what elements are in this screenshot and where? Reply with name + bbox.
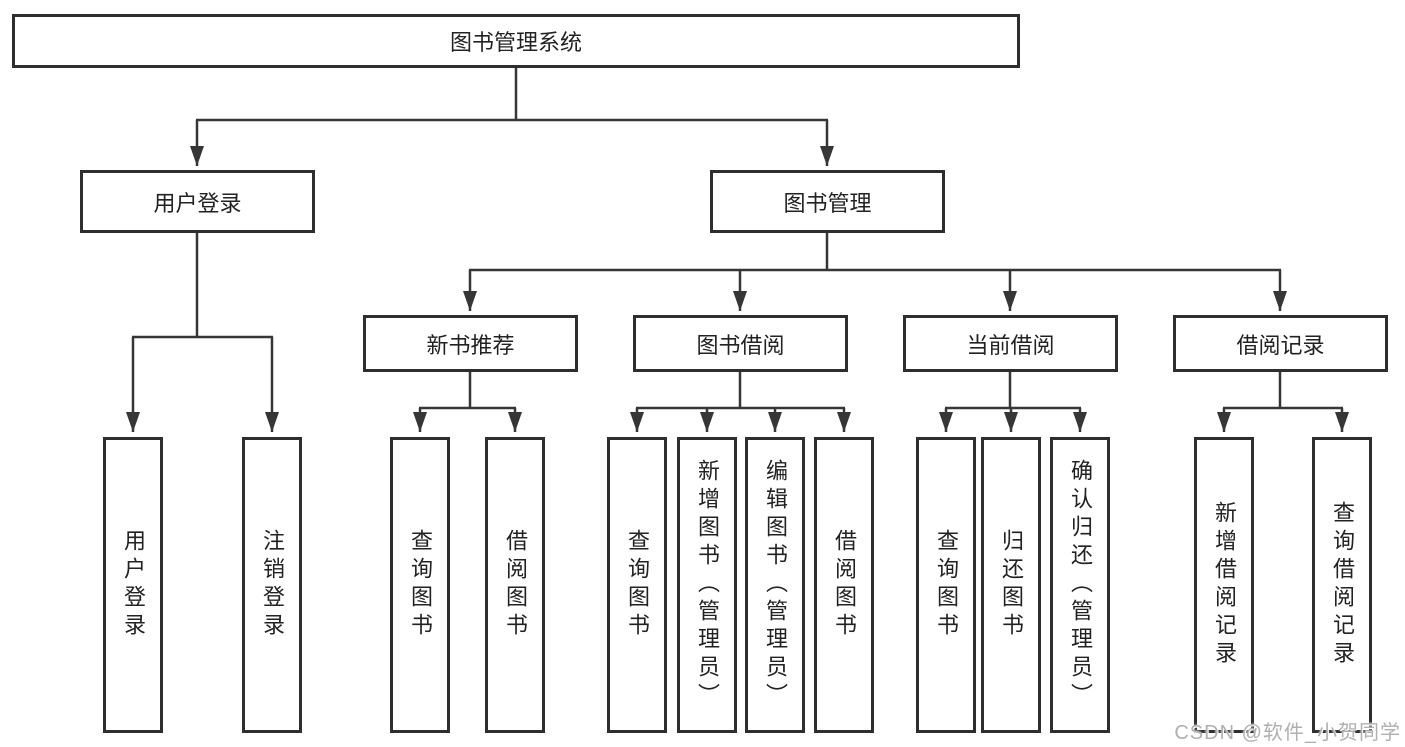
node-book-borrow-label: 图书借阅	[696, 332, 785, 358]
leaf-borrow-edit-book-admin: 编辑图书（管理员）	[745, 437, 805, 733]
leaf-logout-label: 注销登录	[260, 529, 285, 641]
node-borrow-records: 借阅记录	[1173, 315, 1388, 372]
node-root: 图书管理系统	[12, 14, 1020, 68]
leaf-user-login: 用户登录	[103, 437, 163, 733]
csdn-watermark: CSDN @软件_小贺同学	[1174, 722, 1401, 744]
node-book-management-label: 图书管理	[783, 190, 872, 216]
leaf-current-query-book: 查询图书	[916, 437, 976, 733]
leaf-current-confirm-return-admin: 确认归还（管理员）	[1050, 437, 1110, 733]
node-user-login-label: 用户登录	[153, 190, 242, 216]
node-new-book-recommend: 新书推荐	[363, 315, 578, 372]
leaf-records-query-record-label: 查询借阅记录	[1330, 501, 1355, 669]
leaf-current-return-book: 归还图书	[981, 437, 1041, 733]
leaf-borrow-borrow-book: 借阅图书	[814, 437, 874, 733]
leaf-borrow-borrow-book-label: 借阅图书	[832, 529, 857, 641]
leaf-logout: 注销登录	[242, 437, 302, 733]
leaf-records-add-record: 新增借阅记录	[1194, 437, 1254, 733]
leaf-records-query-record: 查询借阅记录	[1312, 437, 1372, 733]
leaf-borrow-query-book: 查询图书	[607, 437, 667, 733]
leaf-borrow-add-book-admin: 新增图书（管理员）	[677, 437, 737, 733]
leaf-current-return-book-label: 归还图书	[999, 529, 1024, 641]
node-borrow-records-label: 借阅记录	[1236, 332, 1325, 358]
node-book-management: 图书管理	[710, 170, 945, 233]
leaf-current-query-book-label: 查询图书	[934, 529, 959, 641]
node-current-borrow: 当前借阅	[903, 315, 1118, 372]
node-book-borrow: 图书借阅	[633, 315, 848, 372]
leaf-records-add-record-label: 新增借阅记录	[1212, 501, 1237, 669]
leaf-recommend-query-book-label: 查询图书	[408, 529, 433, 641]
leaf-borrow-query-book-label: 查询图书	[625, 529, 650, 641]
leaf-recommend-query-book: 查询图书	[390, 437, 450, 733]
node-current-borrow-label: 当前借阅	[966, 332, 1055, 358]
leaf-borrow-add-book-admin-label: 新增图书（管理员）	[695, 459, 720, 711]
node-root-label: 图书管理系统	[449, 30, 582, 55]
leaf-recommend-borrow-book: 借阅图书	[485, 437, 545, 733]
leaf-borrow-edit-book-admin-label: 编辑图书（管理员）	[763, 459, 788, 711]
node-new-book-recommend-label: 新书推荐	[426, 332, 515, 358]
leaf-current-confirm-return-admin-label: 确认归还（管理员）	[1068, 459, 1093, 711]
leaf-recommend-borrow-book-label: 借阅图书	[503, 529, 528, 641]
leaf-user-login-label: 用户登录	[121, 529, 146, 641]
node-user-login: 用户登录	[80, 170, 315, 233]
